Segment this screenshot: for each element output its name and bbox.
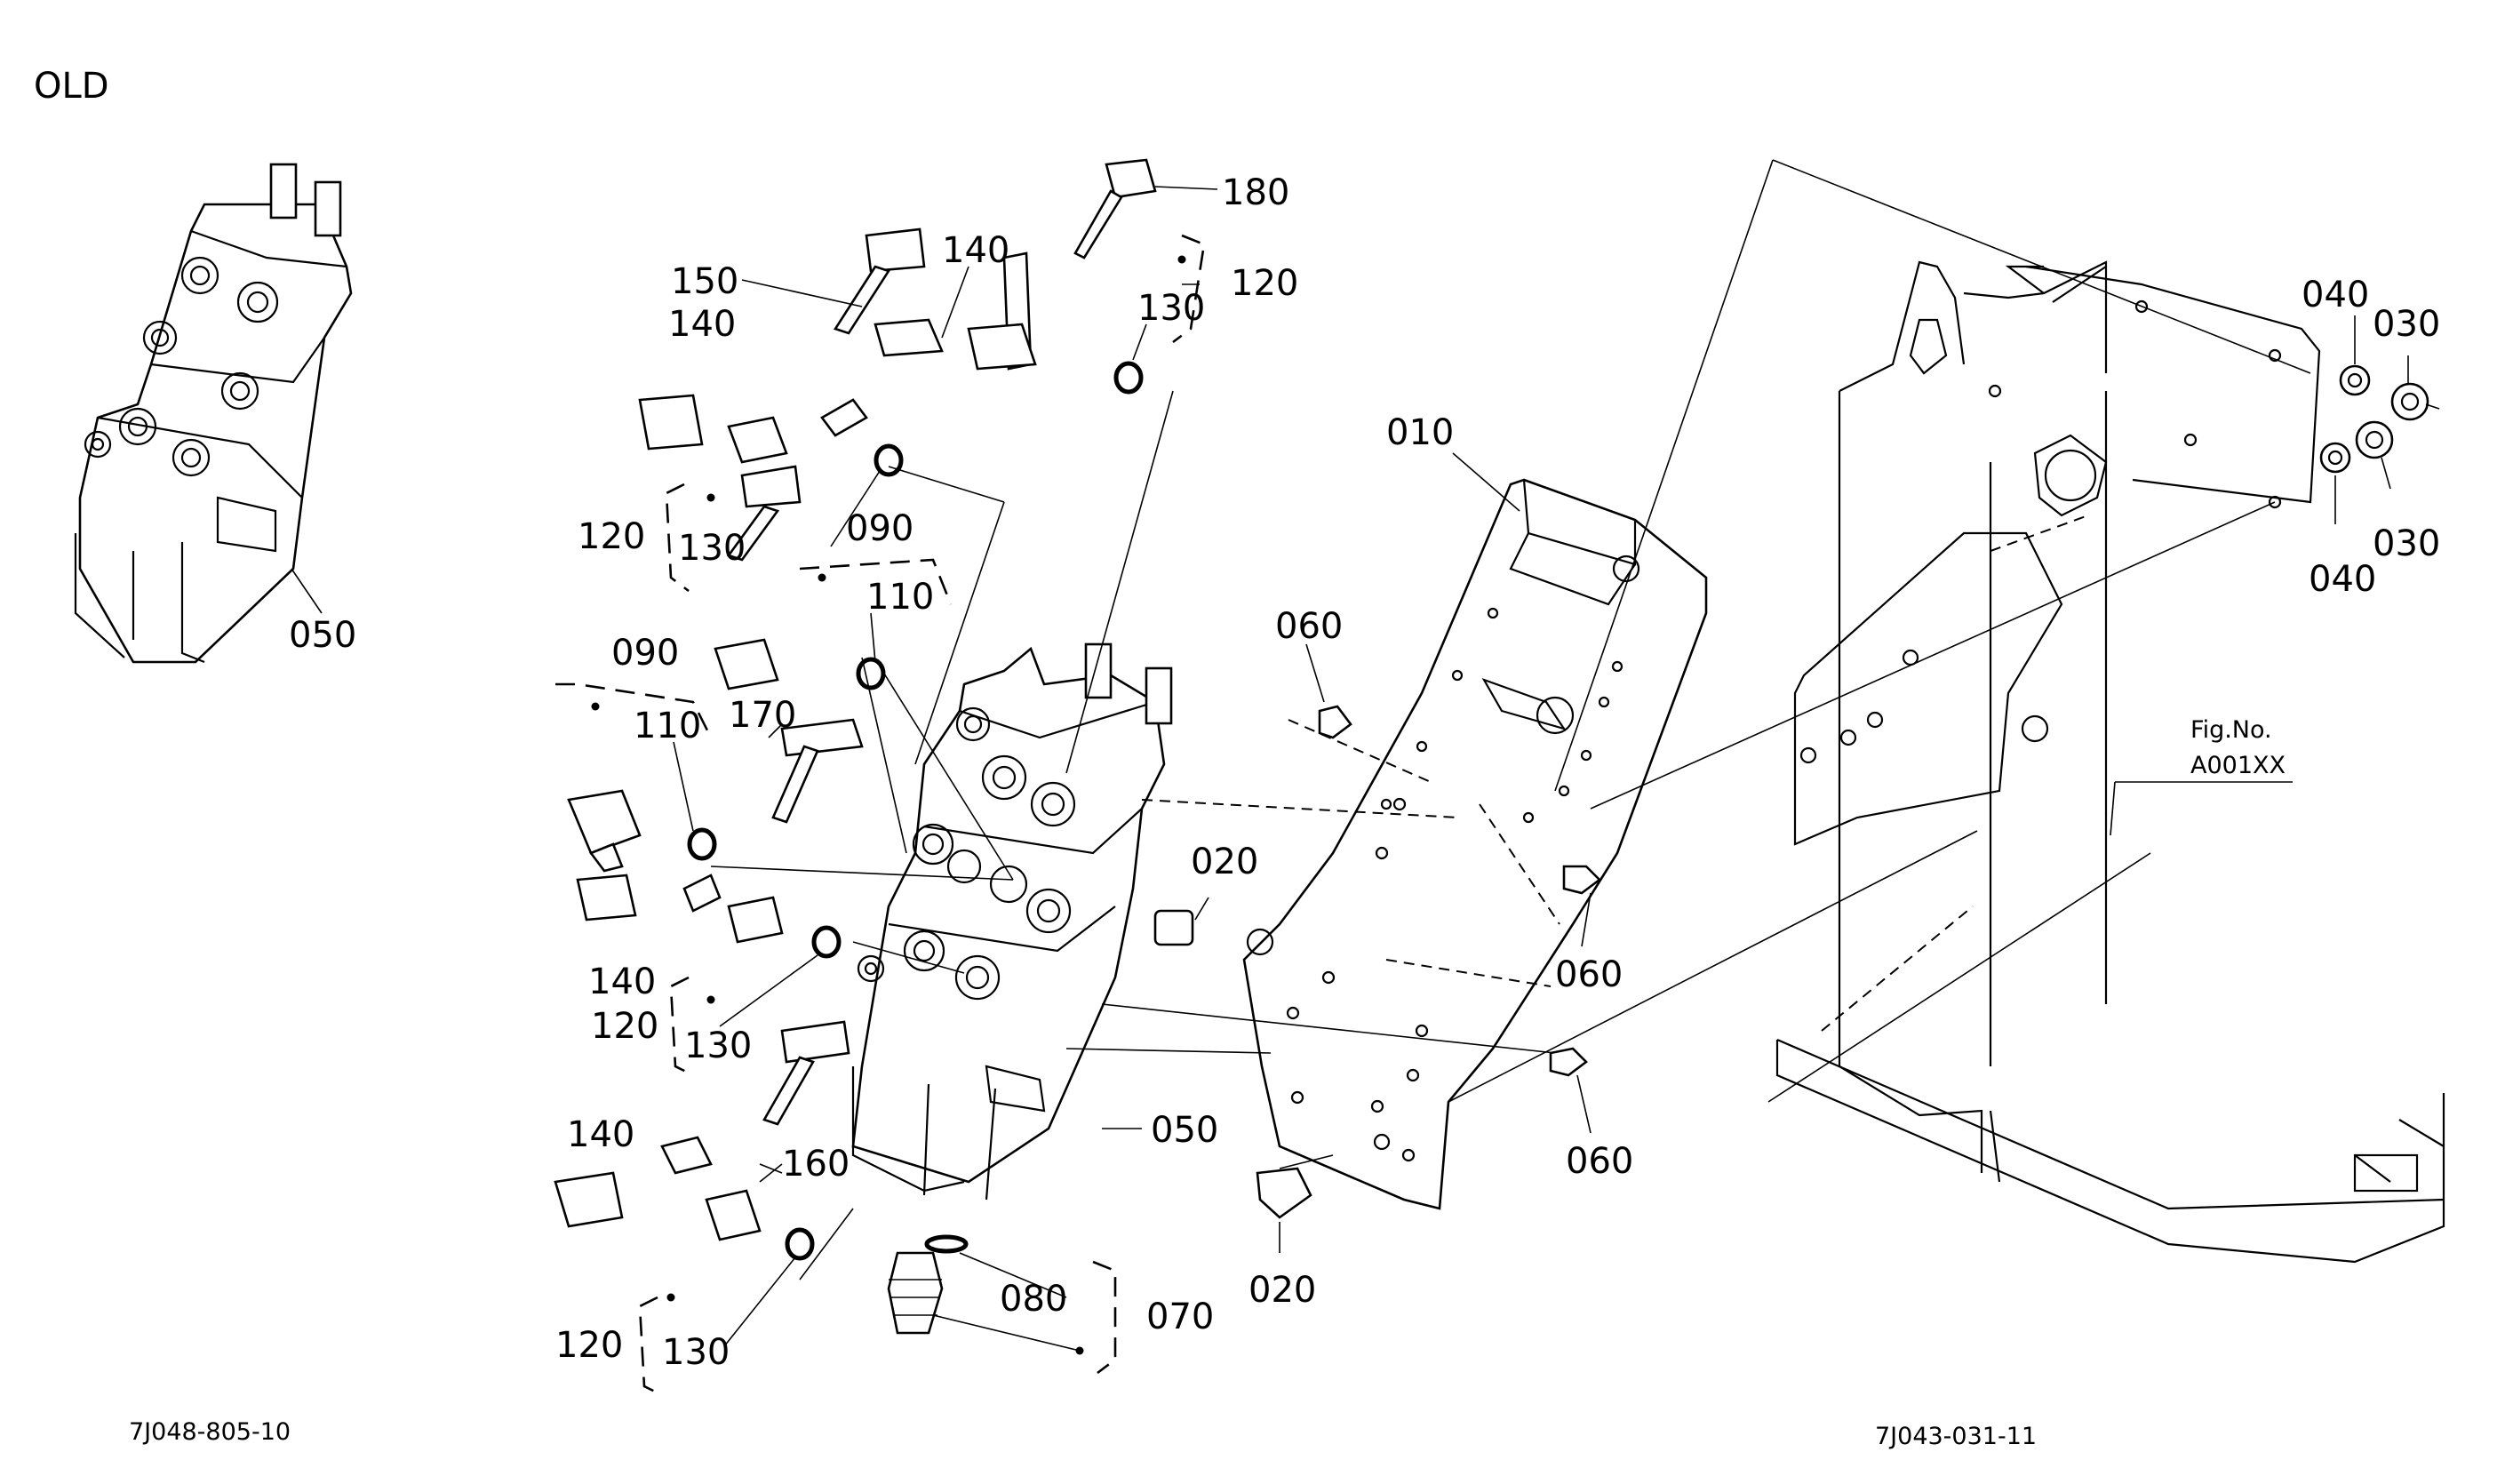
drawing-code-left: 7J048-805-10 <box>129 1418 291 1446</box>
callout-070: 070 <box>1146 1297 1214 1337</box>
callout-130: 130 <box>662 1332 730 1373</box>
callout-090: 090 <box>611 633 679 674</box>
callout-040: 040 <box>2309 559 2376 600</box>
fittings-cluster <box>554 158 1157 1261</box>
frame-illustration <box>1772 159 2445 1264</box>
variant-label: OLD <box>34 66 109 107</box>
callout-030: 030 <box>2373 304 2440 345</box>
callout-030: 030 <box>2373 523 2440 564</box>
callout-080: 080 <box>1000 1279 1067 1320</box>
bolts-group <box>887 705 1601 1335</box>
figure-text: OLD 7J048-805-10 7J043-031-11 Fig.No. A0… <box>34 66 2286 1450</box>
callout-050: 050 <box>1151 1110 1218 1151</box>
callout-120: 120 <box>578 516 645 557</box>
callout-090: 090 <box>846 508 913 549</box>
washer-nut-group <box>2319 364 2440 474</box>
callout-120: 120 <box>555 1325 623 1366</box>
callout-110: 110 <box>866 577 934 618</box>
callout-140: 140 <box>567 1114 634 1155</box>
callout-140: 140 <box>942 230 1009 271</box>
callout-160: 160 <box>782 1144 850 1185</box>
assembly-brackets <box>555 234 1206 1397</box>
callout-140: 140 <box>588 961 656 1002</box>
callout-170: 170 <box>729 695 796 736</box>
old-control-valve-illustration <box>74 163 353 664</box>
callout-020: 020 <box>1191 842 1258 882</box>
callout-180: 180 <box>1222 172 1289 213</box>
callout-leaders <box>673 186 2409 1352</box>
callout-110: 110 <box>634 706 701 746</box>
fig-ref-line2: A001XX <box>2190 752 2286 779</box>
part-callouts: 180 150 140 140 130 120 120 130 090 110 … <box>289 172 2440 1373</box>
callout-150: 150 <box>671 261 738 302</box>
control-valve-illustration <box>851 642 1173 1201</box>
callout-130: 130 <box>684 1025 752 1066</box>
callout-130: 130 <box>678 528 746 569</box>
drawing-code-right: 7J043-031-11 <box>1875 1423 2037 1450</box>
callout-120: 120 <box>1231 263 1298 304</box>
callout-060: 060 <box>1566 1141 1633 1182</box>
callout-010: 010 <box>1386 412 1454 453</box>
leader-lines <box>710 159 2276 1281</box>
mounting-plate-illustration <box>1242 478 1708 1210</box>
callout-060: 060 <box>1275 606 1343 647</box>
callout-120: 120 <box>591 1006 658 1047</box>
callout-130: 130 <box>1137 288 1205 329</box>
callout-060: 060 <box>1555 954 1623 995</box>
callout-050: 050 <box>289 615 356 656</box>
callout-040: 040 <box>2302 275 2369 315</box>
fig-ref-line1: Fig.No. <box>2190 716 2272 744</box>
callout-020: 020 <box>1249 1270 1316 1311</box>
callout-140: 140 <box>668 304 736 345</box>
